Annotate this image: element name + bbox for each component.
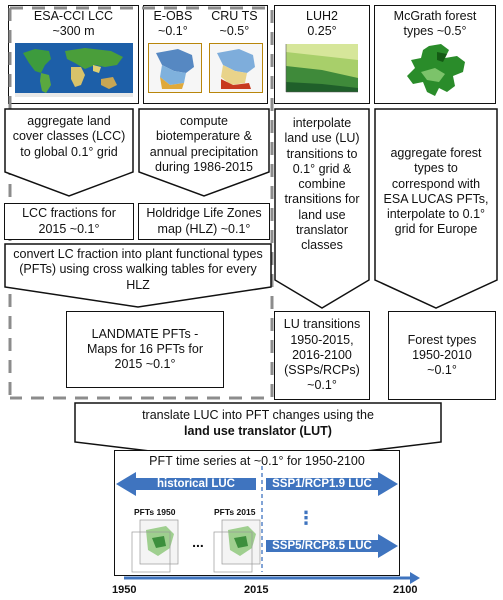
mcgrath-panel: McGrath forest types ~0.5°: [374, 5, 496, 104]
hlz-text: Holdridge Life Zones map (HLZ) ~0.1°: [146, 206, 262, 236]
world-land-cover-map: [14, 42, 133, 97]
eobs-climate-map: [147, 42, 202, 93]
lu-transitions-box: LU transitions 1950-2015, 2016-2100 (SSP…: [274, 311, 370, 400]
mcgrath-title: McGrath forest: [393, 9, 477, 23]
pfts-1950-label: PFTs 1950: [134, 507, 176, 517]
aggregate-lcc-arrow: [4, 108, 134, 197]
luh2-resolution: 0.25°: [307, 24, 337, 39]
timeline-arrowhead: [410, 572, 420, 584]
eobs-resolution: ~0.1°: [158, 24, 188, 39]
year-2015-label: 2015: [244, 584, 269, 596]
convert-lc-arrow: [4, 243, 272, 308]
lcc-fractions-text: LCC fractions for 2015 ~0.1°: [22, 206, 116, 236]
year-2100-label: 2100: [393, 584, 418, 596]
aggregate-forest-arrow: [374, 108, 498, 309]
translate-line2: land use translator (LUT): [184, 424, 332, 438]
mcgrath-resolution: types ~0.5°: [403, 24, 467, 39]
eobs-title: E-OBS: [153, 9, 193, 23]
year-1950-label: 1950: [112, 584, 137, 596]
luh2-panel: LUH2 0.25°: [274, 5, 370, 104]
pfts-2015-label: PFTs 2015: [214, 507, 256, 517]
eobs-cru-panel: E-OBS ~0.1° CRU TS ~0.5°: [143, 5, 268, 104]
europe-forest-map: [407, 43, 465, 96]
aggregate-forest-text: aggregate forest types to correspond wit…: [383, 146, 489, 237]
esa-resolution: ~300 m: [52, 24, 95, 39]
biotemp-text: compute biotemperature & annual precipit…: [149, 114, 259, 174]
ssp5-arrow: [266, 534, 398, 558]
pfts-2015-map: [213, 519, 261, 573]
landmate-text: LANDMATE PFTs - Maps for 16 PFTs for 201…: [86, 326, 203, 372]
historical-luc-label: historical LUC: [157, 478, 235, 490]
biotemp-arrow: [138, 108, 270, 197]
timeseries-title: PFT time series at ~0.1° for 1950-2100: [149, 454, 365, 468]
maps-ellipsis: ...: [192, 534, 204, 550]
convert-lc-text: convert LC fraction into plant functiona…: [13, 247, 263, 292]
cru-resolution: ~0.5°: [219, 24, 250, 39]
landmate-box: LANDMATE PFTs - Maps for 16 PFTs for 201…: [66, 311, 224, 388]
ssp5-label: SSP5/RCP8.5 LUC: [272, 540, 372, 552]
historical-luc-arrow: [116, 472, 256, 496]
cru-title: CRU TS: [211, 9, 258, 23]
pfts-1950-map: [131, 519, 179, 573]
hlz-box: Holdridge Life Zones map (HLZ) ~0.1°: [138, 203, 270, 240]
esa-cci-lcc-panel: ESA-CCI LCC ~300 m: [8, 5, 139, 104]
lu-transitions-text: LU transitions 1950-2015, 2016-2100 (SSP…: [283, 317, 361, 393]
interpolate-lu-text: interpolate land use (LU) transitions to…: [284, 116, 360, 252]
aggregate-lcc-text: aggregate land cover classes (LCC) to gl…: [12, 114, 126, 159]
translate-line1: translate LUC into PFT changes using the: [142, 408, 374, 422]
cru-climate-map: [209, 42, 264, 93]
lcc-fractions-box: LCC fractions for 2015 ~0.1°: [4, 203, 134, 240]
forest-types-text: Forest types 1950-2010 ~0.1°: [407, 332, 477, 378]
scenario-vdots: ⋮: [297, 508, 315, 528]
ssp1-arrow: [266, 472, 398, 496]
interpolate-lu-arrow: [274, 108, 370, 309]
luh2-stacked-area-plot: [285, 43, 358, 92]
forest-types-box: Forest types 1950-2010 ~0.1°: [388, 311, 496, 400]
ssp1-label: SSP1/RCP1.9 LUC: [272, 478, 372, 490]
luh2-title: LUH2: [306, 9, 338, 23]
esa-title: ESA-CCI LCC: [33, 9, 114, 23]
